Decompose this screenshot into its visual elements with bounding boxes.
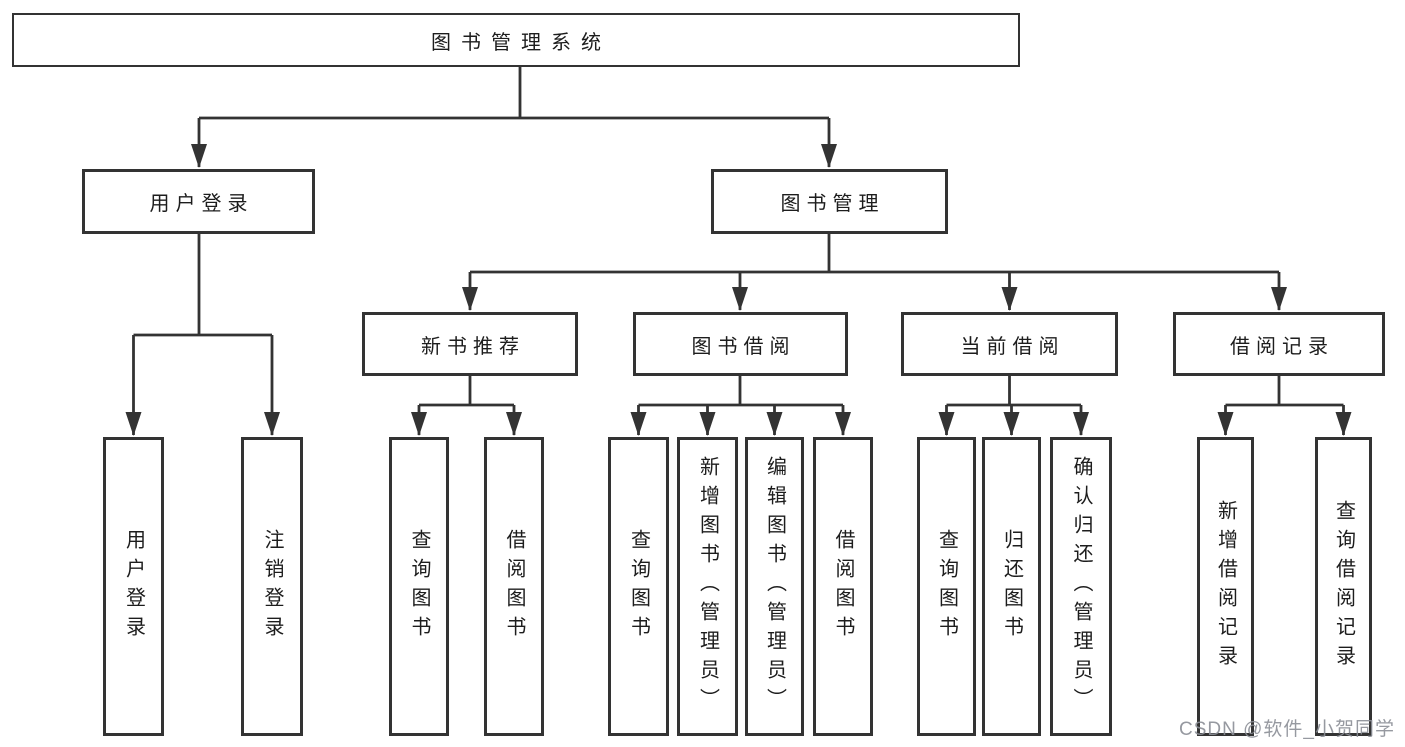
node-label: 归还图书 xyxy=(1000,528,1023,645)
node-user-login: 用户登录 xyxy=(82,169,315,234)
node-label: 当前借阅 xyxy=(960,335,1065,358)
leaf-logout: 注销登录 xyxy=(241,437,303,736)
arrowhead-down-icon xyxy=(732,287,748,311)
leaf-query-books-borrow: 查询图书 xyxy=(608,437,669,736)
arrowhead-down-icon xyxy=(125,412,142,436)
arrowhead-down-icon xyxy=(835,412,851,436)
node-label: 图书借阅 xyxy=(691,335,796,358)
node-label: 查询图书 xyxy=(627,528,650,645)
leaf-query-books-recommend: 查询图书 xyxy=(389,437,449,736)
arrowhead-down-icon xyxy=(191,144,207,168)
node-label: 查询借阅记录 xyxy=(1332,499,1355,674)
arrowhead-down-icon xyxy=(1003,412,1020,436)
node-label: 用户登录 xyxy=(122,528,145,645)
watermark-text: CSDN @软件_小贺同学 xyxy=(1179,719,1395,740)
arrowhead-down-icon xyxy=(630,412,647,436)
arrowhead-down-icon xyxy=(1217,412,1234,436)
leaf-query-books-current: 查询图书 xyxy=(917,437,976,736)
node-label: 图书管理系统 xyxy=(431,31,611,54)
arrowhead-down-icon xyxy=(506,412,522,436)
leaf-edit-books-admin: 编辑图书（管理员） xyxy=(745,437,804,736)
arrowhead-down-icon xyxy=(1271,287,1287,311)
arrowhead-down-icon xyxy=(1073,412,1089,436)
node-borrowing-records: 借阅记录 xyxy=(1173,312,1385,376)
arrowhead-down-icon xyxy=(1001,287,1018,311)
leaf-confirm-return-admin: 确认归还（管理员） xyxy=(1050,437,1112,736)
node-label: 确认归还（管理员） xyxy=(1070,456,1092,717)
node-label: 借阅图书 xyxy=(503,528,525,645)
leaf-borrow-books-recommend: 借阅图书 xyxy=(484,437,544,736)
node-label: 新增图书（管理员） xyxy=(696,456,719,717)
node-label: 新增借阅记录 xyxy=(1214,499,1237,674)
node-label: 图书管理 xyxy=(780,193,885,215)
arrowhead-down-icon xyxy=(264,412,280,436)
leaf-add-borrow-record: 新增借阅记录 xyxy=(1197,437,1254,736)
arrowhead-down-icon xyxy=(411,412,427,436)
node-label: 用户登录 xyxy=(149,193,254,215)
node-current-borrowing: 当前借阅 xyxy=(901,312,1118,376)
arrowhead-down-icon xyxy=(766,412,783,436)
node-book-borrowing: 图书借阅 xyxy=(633,312,848,376)
node-book-management: 图书管理 xyxy=(711,169,948,234)
node-label: 借阅记录 xyxy=(1230,335,1334,358)
node-label: 编辑图书（管理员） xyxy=(763,456,786,717)
node-label: 注销登录 xyxy=(261,528,283,645)
node-label: 查询图书 xyxy=(935,528,958,645)
leaf-return-books: 归还图书 xyxy=(982,437,1041,736)
arrowhead-down-icon xyxy=(821,144,837,168)
leaf-user-login: 用户登录 xyxy=(103,437,164,736)
node-label: 借阅图书 xyxy=(832,528,854,645)
arrowhead-down-icon xyxy=(462,287,478,311)
node-library-system: 图书管理系统 xyxy=(12,13,1020,67)
leaf-add-books-admin: 新增图书（管理员） xyxy=(677,437,738,736)
node-new-book-recommendation: 新书推荐 xyxy=(362,312,578,376)
node-label: 新书推荐 xyxy=(421,335,525,358)
arrowhead-down-icon xyxy=(699,412,716,436)
arrowhead-down-icon xyxy=(1335,412,1352,436)
leaf-borrow-books: 借阅图书 xyxy=(813,437,873,736)
node-label: 查询图书 xyxy=(408,528,430,645)
leaf-query-borrow-record: 查询借阅记录 xyxy=(1315,437,1372,736)
arrowhead-down-icon xyxy=(938,412,955,436)
